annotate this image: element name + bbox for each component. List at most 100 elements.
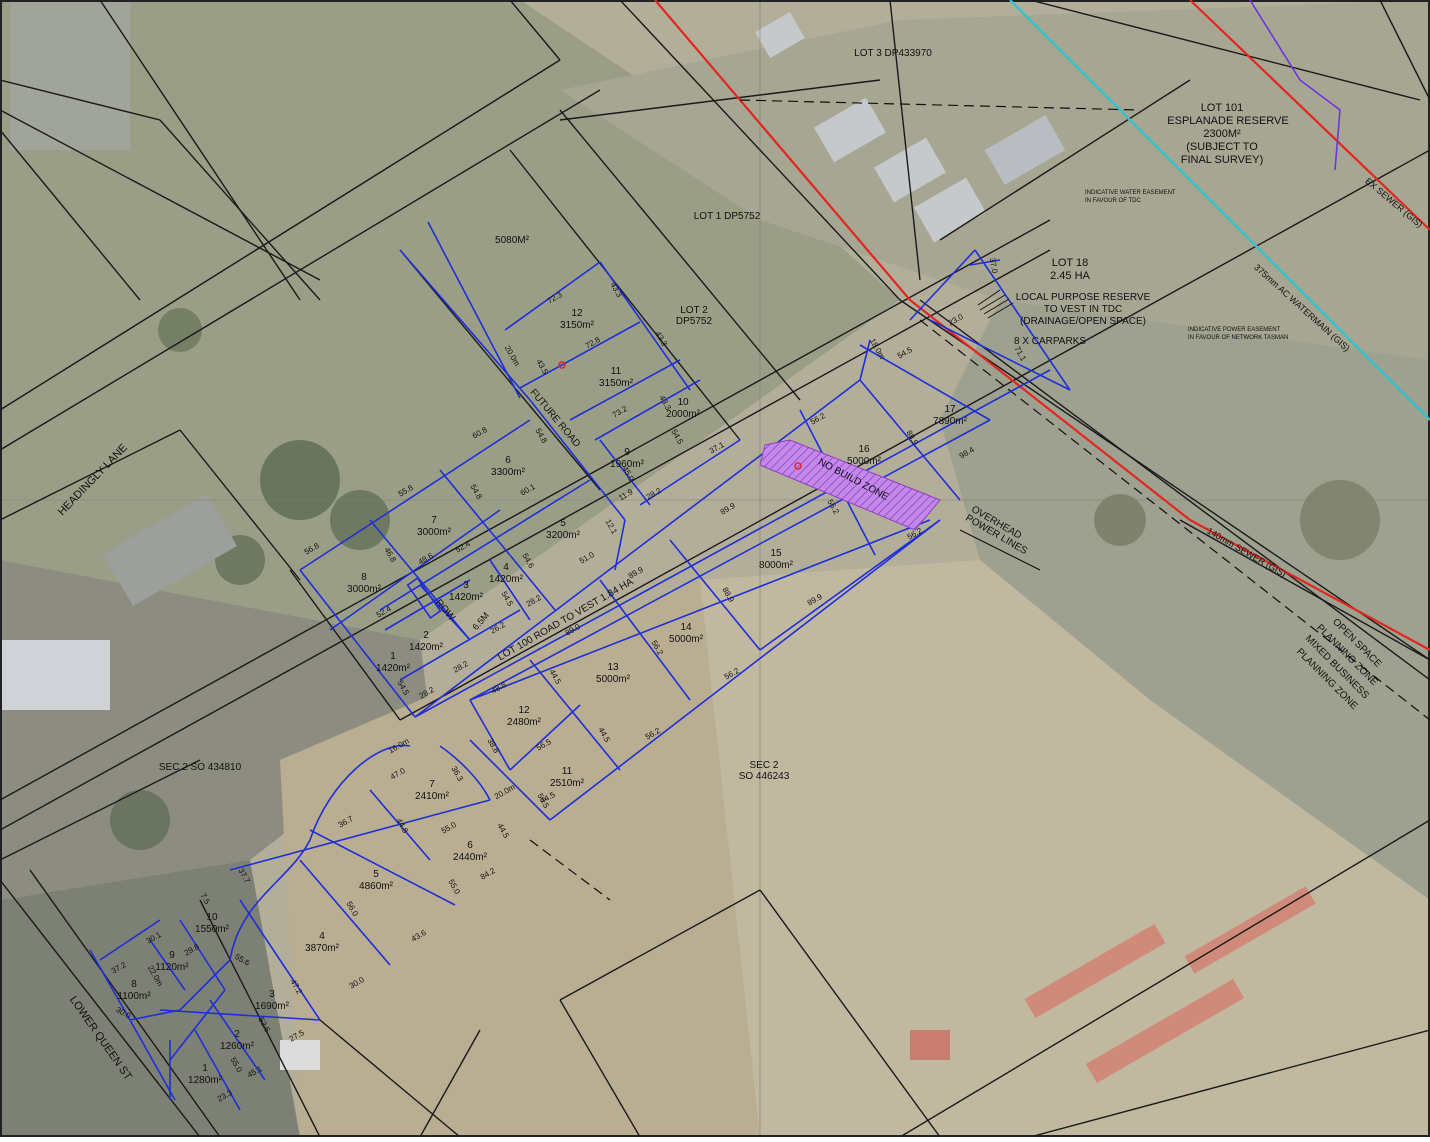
lot-area: 1280m² [188, 1075, 223, 1086]
lot-number: 1 [390, 651, 396, 662]
proposed-lot-lines [89, 221, 1071, 1111]
sewer-line-east [1189, 519, 1430, 651]
lot-number: 12 [571, 308, 583, 319]
lot-area: 3300m² [491, 467, 526, 478]
lot-area: 2410m² [415, 791, 450, 802]
dimension-label: 37.0 [988, 257, 1000, 274]
lot-number: 13 [607, 662, 619, 673]
river-edge-line [1249, 0, 1341, 171]
lot-area: 1420m² [409, 642, 444, 653]
lot-area: 2480m² [507, 717, 542, 728]
lot-number: 6 [467, 840, 473, 851]
lot-number: 4 [319, 931, 325, 942]
lot-area: 2440m² [453, 852, 488, 863]
lot-number: 3 [463, 580, 469, 591]
lot-area: 1420m² [489, 574, 524, 585]
lot-number: 11 [611, 366, 622, 377]
reserve-label: TO VEST IN TDC [1044, 304, 1122, 315]
lot-number: 4 [503, 562, 509, 573]
carparks-label: 8 X CARPARKS [1014, 336, 1086, 347]
lot-labels: 123150m²113150m²102000m²91960m²63300m²53… [117, 308, 967, 1086]
lot-area: 2510m² [550, 778, 585, 789]
sewer-line-north [654, 0, 911, 301]
area-label: 5080M² [495, 235, 530, 246]
parcel-label: LOT 3 DP433970 [854, 48, 932, 59]
parcel-label: SO 446243 [739, 771, 790, 782]
lot-number: 10 [206, 912, 218, 923]
no-build-zone [759, 439, 941, 531]
lot-number: 2 [234, 1029, 240, 1040]
lot-area: 3870m² [305, 943, 340, 954]
water-easement-label: INDICATIVE WATER EASEMENT [1085, 190, 1176, 196]
lot-area: 5000m² [596, 674, 631, 685]
lot-area: 8000m² [759, 560, 794, 571]
power-line-marker [959, 529, 1041, 571]
lot-number: 5 [560, 518, 566, 529]
dashed-line-south [529, 839, 611, 901]
lot-area: 3000m² [347, 584, 382, 595]
survey-marker [794, 462, 802, 470]
lot-number: 9 [624, 447, 630, 458]
lot-number: 10 [677, 397, 689, 408]
lot-area: 3150m² [560, 320, 595, 331]
parcel-label: SEC 2 SO 434810 [159, 762, 242, 773]
lot-area: 5000m² [847, 456, 882, 467]
lot-area: 1960m² [610, 459, 645, 470]
lot-area: 1550m² [195, 924, 230, 935]
lot-number: 9 [169, 950, 175, 961]
parcel-label: LOT 1 DP5752 [694, 211, 761, 222]
lot-number: 16 [858, 444, 870, 455]
lot-area: 3000m² [417, 527, 452, 538]
lot-area: 1260m² [220, 1041, 255, 1052]
lot-number: 3 [269, 989, 275, 1000]
lot-number: 5 [373, 869, 379, 880]
lot-area: 2000m² [666, 409, 701, 420]
utility-lines [529, 0, 1430, 901]
dashed-boundary-north [739, 99, 1141, 111]
lot-area: 1420m² [376, 663, 411, 674]
svg-text:2300M²: 2300M² [1203, 128, 1241, 140]
esplanade-label: LOT 101 ESPLANADE RESERVE 2300M² (SUBJEC… [1167, 102, 1288, 166]
lot-area: 5000m² [669, 634, 704, 645]
svg-text:FINAL SURVEY): FINAL SURVEY) [1181, 154, 1264, 166]
power-easement-label: INDICATIVE POWER EASEMENT [1188, 327, 1281, 333]
parcel-label: DP5752 [676, 316, 713, 327]
lot-area: 7890m² [933, 416, 968, 427]
lot-number: 17 [944, 404, 956, 415]
lot-area: 1100m² [117, 991, 151, 1002]
svg-text:(SUBJECT TO: (SUBJECT TO [1186, 141, 1258, 153]
lot-number: 8 [131, 979, 137, 990]
lot-number: 1 [202, 1063, 208, 1074]
svg-text:ESPLANADE RESERVE: ESPLANADE RESERVE [1167, 115, 1288, 127]
lot-number: 7 [429, 779, 435, 790]
dashed-power-line [919, 319, 1430, 721]
carpark-symbol [977, 289, 1014, 319]
power-easement-label: IN FAVOUR OF NETWORK TASMAN [1188, 335, 1288, 341]
lot-area: 3150m² [599, 378, 634, 389]
lot-number: 2 [423, 630, 429, 641]
lot-area: 1120m² [155, 962, 189, 973]
lot-number: 8 [361, 572, 367, 583]
lot-area: 4860m² [359, 881, 394, 892]
parcel-label: LOT 2 [680, 305, 708, 316]
survey-marker [558, 361, 566, 369]
lot-number: 14 [680, 622, 692, 633]
watermain-line [1009, 0, 1430, 421]
lot-area: 1420m² [449, 592, 484, 603]
reserve-label: (DRAINAGE/OPEN SPACE) [1020, 316, 1146, 327]
water-easement-label: IN FAVOUR OF TDC [1085, 198, 1141, 204]
lot-number: 15 [770, 548, 782, 559]
lot-number: 6 [505, 455, 511, 466]
lot-number: 11 [562, 766, 573, 777]
lot-number: 7 [431, 515, 437, 526]
lot18-area: 2.45 HA [1050, 270, 1090, 282]
lot-area: 1690m² [255, 1001, 290, 1012]
lot-number: 12 [518, 705, 530, 716]
parcel-label: SEC 2 [750, 760, 779, 771]
ex-sewer-line [1189, 0, 1430, 231]
sewer-line-middle [909, 299, 1191, 521]
lot-area: 3200m² [546, 530, 581, 541]
